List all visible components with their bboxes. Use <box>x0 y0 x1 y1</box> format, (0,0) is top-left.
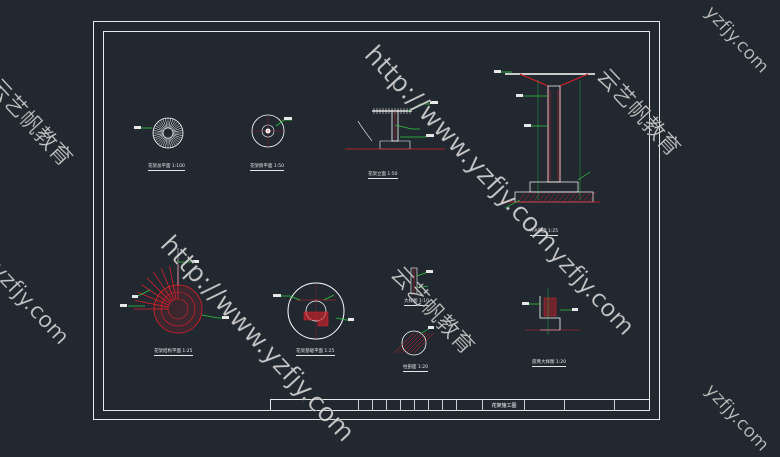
section-aa-drawing <box>494 70 600 209</box>
column-section-drawing <box>393 326 435 356</box>
sheet-title: 花架施工图 <box>491 403 517 409</box>
plan-view-drawing <box>134 117 184 149</box>
top-view-drawing <box>251 114 292 148</box>
title-block: 花架施工图 <box>270 399 650 411</box>
drawing-inner-frame <box>103 31 650 411</box>
caption-section-aa: A-A剖面 1:25 <box>530 229 559 236</box>
base-plan-drawing <box>273 282 354 340</box>
caption-column-section: 柱剖面 1:20 <box>403 365 429 372</box>
caption-top: 花架俯平面 1:50 <box>250 164 285 171</box>
caption-structure-plan: 花架结构平面 1:25 <box>154 349 193 356</box>
caption-detail-a: 大样图 1:10 <box>404 299 430 306</box>
caption-bench-detail: 座凳大样图 1:20 <box>532 360 567 367</box>
detail-a-drawing <box>410 267 433 295</box>
elevation-view-drawing <box>345 101 445 150</box>
caption-plan: 花架总平面 1:100 <box>148 164 185 171</box>
caption-elevation: 花架立面 1:50 <box>368 172 398 179</box>
drawing-outer-frame <box>93 21 660 420</box>
caption-base-plan: 花架基础平面 1:25 <box>296 349 335 356</box>
bench-detail-drawing <box>522 288 580 335</box>
structure-plan-drawing <box>120 248 229 334</box>
